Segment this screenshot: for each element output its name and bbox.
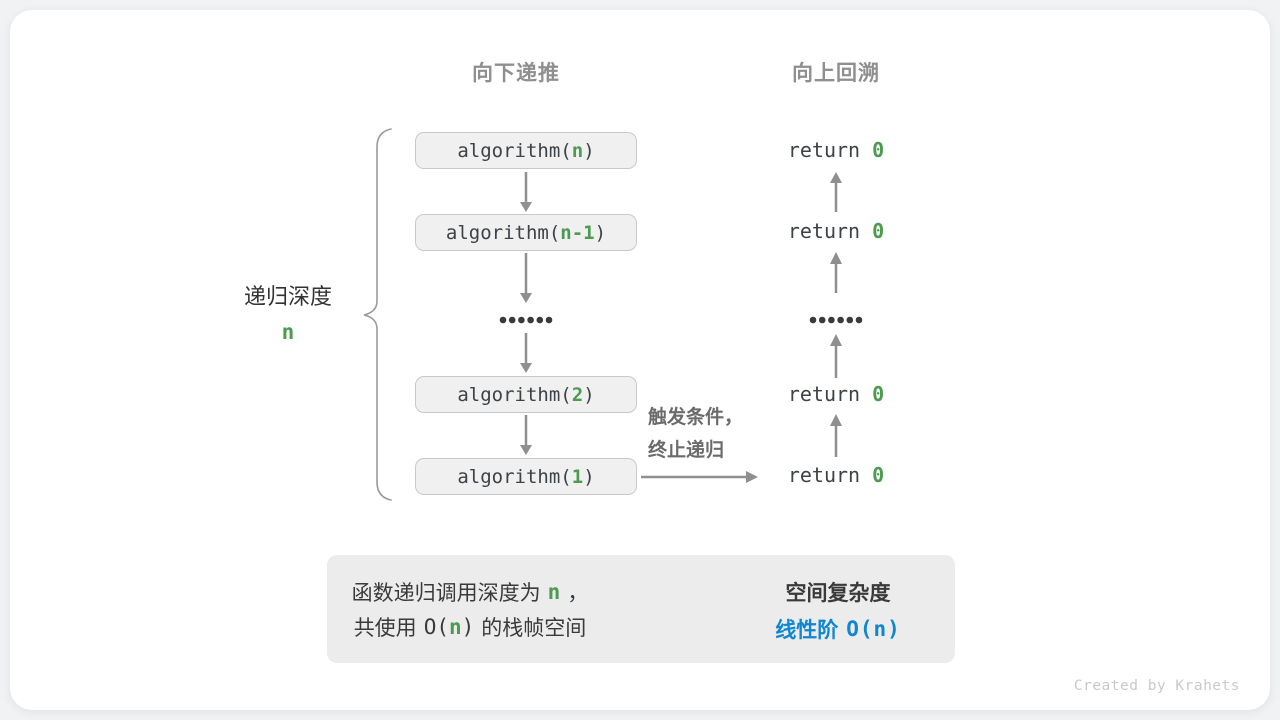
summary-line-2: 共使用 O(n) 的栈帧空间 bbox=[340, 614, 600, 640]
credit-text: Created by Krahets bbox=[1073, 678, 1240, 694]
return-statement: return 0 bbox=[751, 216, 921, 246]
return-value: 0 bbox=[872, 382, 885, 406]
depth-value: n bbox=[281, 320, 295, 344]
call-text: algorithm( bbox=[457, 139, 572, 162]
summary-line-1: 函数递归调用深度为 n ， bbox=[340, 579, 600, 605]
return-statement: return 0 bbox=[751, 460, 921, 490]
return-keyword: return bbox=[787, 138, 861, 162]
result-order-label: 线性阶 bbox=[775, 619, 839, 642]
call-box-2: algorithm(2) bbox=[415, 376, 637, 413]
call-box-n: algorithm(n) bbox=[415, 132, 637, 169]
return-value: 0 bbox=[872, 219, 885, 243]
base-case-label-line2: 终止递归 bbox=[648, 439, 725, 461]
summary-l2-bigo-open: O( bbox=[423, 615, 449, 639]
summary-l1-comma: ， bbox=[567, 582, 589, 605]
summary-l2-var: n bbox=[448, 615, 462, 639]
return-keyword: return bbox=[787, 219, 861, 243]
call-arg: n bbox=[571, 139, 584, 162]
call-close: ) bbox=[583, 465, 595, 488]
return-keyword: return bbox=[787, 463, 861, 487]
summary-l1-var: n bbox=[547, 580, 561, 604]
header-backtrack-up: 向上回溯 bbox=[792, 62, 880, 85]
call-text: algorithm( bbox=[457, 383, 572, 406]
call-arg: 1 bbox=[571, 465, 584, 488]
call-arg: 2 bbox=[571, 383, 584, 406]
call-text: algorithm( bbox=[457, 465, 572, 488]
space-complexity-title: 空间复杂度 bbox=[785, 582, 891, 605]
call-box-n-1: algorithm(n-1) bbox=[415, 214, 637, 251]
call-box-1: algorithm(1) bbox=[415, 458, 637, 495]
call-arg: n-1 bbox=[560, 221, 595, 244]
depth-label: 递归深度 bbox=[243, 284, 332, 309]
base-case-label-line1: 触发条件， bbox=[648, 406, 744, 428]
header-recurse-down: 向下递推 bbox=[472, 62, 560, 85]
summary-l2-tail: 的栈帧空间 bbox=[481, 617, 587, 640]
result-big-o: O(n) bbox=[846, 617, 901, 641]
call-close: ) bbox=[583, 139, 595, 162]
return-keyword: return bbox=[787, 382, 861, 406]
space-complexity-result: 线性阶 O(n) bbox=[738, 615, 938, 643]
call-close: ) bbox=[594, 221, 607, 244]
return-statement: return 0 bbox=[751, 379, 921, 409]
return-value: 0 bbox=[872, 138, 885, 162]
call-text: algorithm( bbox=[445, 221, 561, 244]
summary-l1-text: 函数递归调用深度为 bbox=[351, 582, 541, 605]
summary-panel bbox=[327, 555, 955, 663]
return-statement: return 0 bbox=[751, 135, 921, 165]
call-close: ) bbox=[583, 383, 595, 406]
return-value: 0 bbox=[872, 463, 885, 487]
summary-l2-text: 共使用 bbox=[353, 617, 417, 640]
summary-l2-bigo-close: ) bbox=[461, 615, 475, 639]
